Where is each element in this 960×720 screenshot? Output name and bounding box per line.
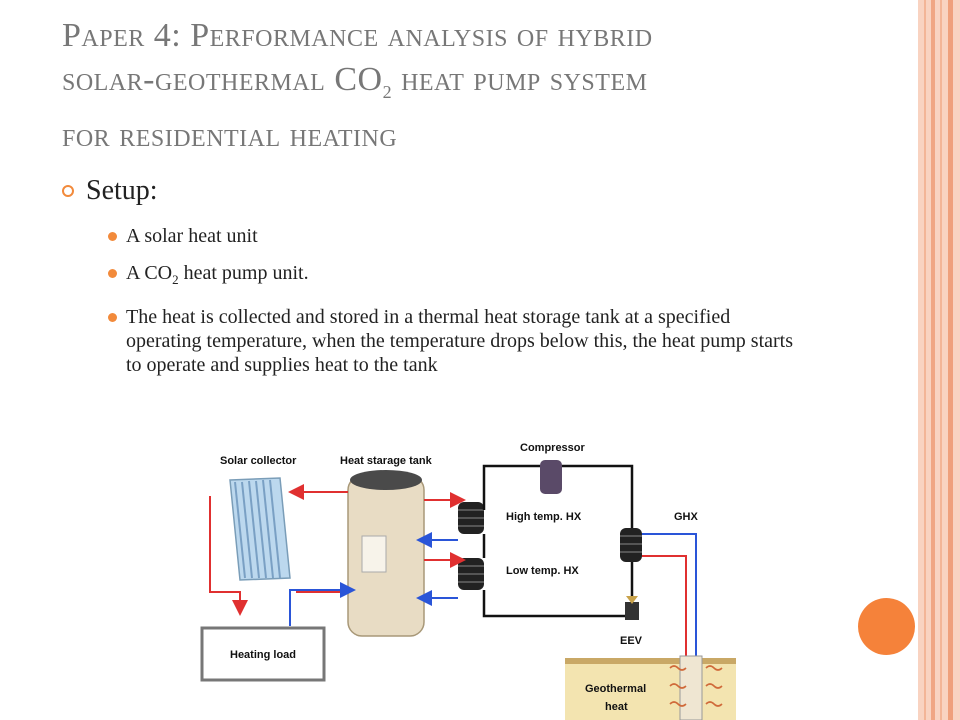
decor-stripe — [924, 0, 926, 720]
low-temp-hx-icon — [458, 558, 484, 590]
section-label: Setup: — [86, 175, 158, 206]
refrigerant-loop — [482, 464, 634, 618]
label-eev: EEV — [620, 635, 643, 647]
eev-valve-icon — [625, 596, 639, 620]
bullet-item: A solar heat unit — [108, 224, 808, 248]
storage-tank-icon — [347, 470, 425, 637]
section-heading: Setup: — [62, 175, 158, 207]
title-line-3: for residential heating — [62, 116, 398, 154]
heating-load-box — [200, 626, 326, 682]
decor-stripe — [931, 0, 935, 720]
bullet-text-pre: A CO — [126, 262, 173, 284]
label-ghx: GHX — [674, 511, 699, 523]
bullet-dot-icon — [108, 269, 117, 278]
label-heat-storage-tank: Heat starage tank — [340, 455, 433, 467]
title-subscript: 2 — [382, 81, 393, 102]
decor-circle — [858, 598, 915, 655]
high-temp-hx-icon — [458, 502, 484, 534]
solar-collector-icon — [229, 477, 291, 581]
label-compressor: Compressor — [520, 442, 586, 454]
title-line-2-pre: solar-geothermal CO — [62, 61, 383, 98]
title-line-1: Paper 4: Performance analysis of hybrid — [62, 17, 653, 54]
compressor-icon — [540, 460, 562, 494]
bullet-text-post: heat pump unit. — [178, 262, 309, 284]
decor-stripe — [940, 0, 942, 720]
ring-bullet-icon — [62, 185, 74, 197]
label-low-temp-hx: Low temp. HX — [506, 565, 579, 577]
bullet-list: A solar heat unit A CO2 heat pump unit. … — [108, 224, 808, 390]
slide-title: Paper 4: Performance analysis of hybrid … — [62, 14, 862, 158]
decor-stripe — [948, 0, 953, 720]
label-geothermal-heat: heat — [605, 701, 628, 713]
label-high-temp-hx: High temp. HX — [506, 511, 582, 523]
bullet-text: The heat is collected and stored in a th… — [126, 306, 794, 376]
bullet-text: A solar heat unit — [126, 225, 258, 247]
bullet-subscript: 2 — [172, 272, 179, 287]
bullet-dot-icon — [108, 232, 117, 241]
bullet-item: A CO2 heat pump unit. — [108, 261, 808, 292]
title-line-2-post: heat pump system — [392, 61, 648, 98]
ground-icon — [565, 655, 736, 720]
bullet-item: The heat is collected and stored in a th… — [108, 305, 808, 377]
heating-loop — [209, 484, 704, 692]
label-solar-collector: Solar collector — [220, 455, 297, 467]
bullet-dot-icon — [108, 313, 117, 322]
label-heating-load: Heating load — [230, 649, 296, 661]
system-diagram: Solar collector Heat starage tank Compre… — [200, 440, 736, 720]
ghx-coil-icon — [620, 528, 642, 562]
label-geothermal: Geothermal — [585, 683, 646, 695]
